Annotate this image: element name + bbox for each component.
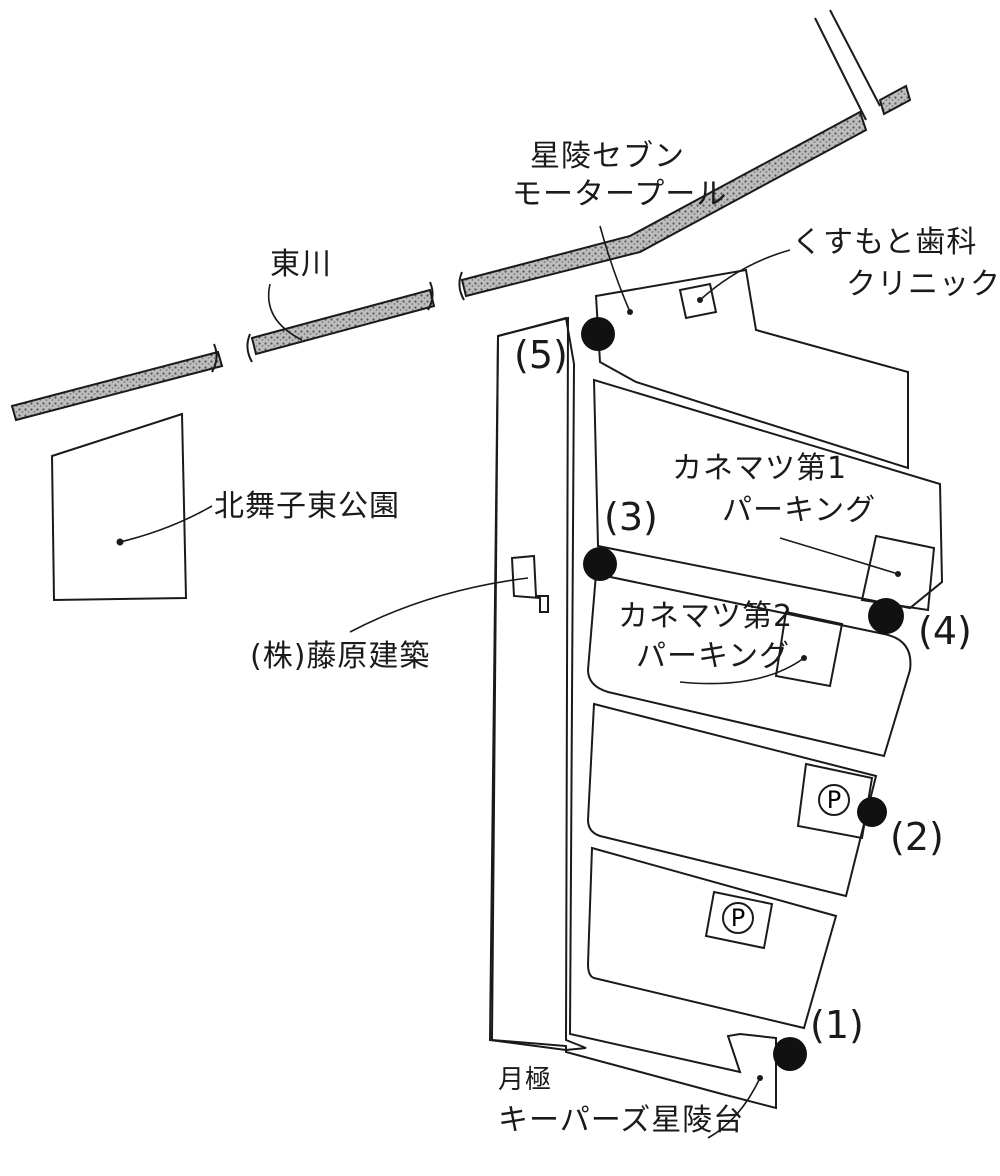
river-segment-middle — [250, 288, 436, 356]
park-pointer-line — [119, 505, 213, 543]
river-segment-east — [460, 110, 868, 298]
marker-dot-3[interactable] — [583, 547, 617, 581]
fujiwara-building — [510, 554, 549, 613]
kanematsu1-label-line2: パーキング — [722, 493, 877, 528]
parking-sign-b-ring — [722, 902, 754, 934]
river-segment-west — [10, 350, 224, 422]
keepers-label-line2: キーパーズ星陵台 — [498, 1103, 745, 1138]
clinic-pointer-line — [699, 249, 791, 301]
seiryo-pointer-line — [599, 225, 631, 313]
clinic-label-line2: クリニック — [846, 267, 1000, 302]
marker-label-3: (3) — [604, 495, 658, 539]
seiryo-label-line2: モータープール — [512, 177, 728, 212]
side-road — [814, 9, 881, 121]
marker-label-4: (4) — [918, 609, 972, 653]
marker-label-1: (1) — [810, 1003, 864, 1047]
clinic-label-line1: くすもと歯科 — [792, 225, 978, 260]
marker-label-2: (2) — [890, 815, 944, 859]
marker-dot-5[interactable] — [581, 317, 615, 351]
long-lot — [488, 316, 587, 1052]
clinic-building — [678, 282, 718, 320]
parking-sign-b-label: P — [731, 904, 745, 932]
kanematsu2-label-line1: カネマツ第2 — [618, 599, 794, 634]
long-lot-outline — [490, 316, 777, 1110]
keepers-label-line1: 月極 — [498, 1065, 553, 1095]
river-gap-marks — [211, 271, 465, 373]
parking-lot-a — [586, 702, 878, 898]
kanematsu1-lot — [592, 378, 944, 610]
park-label: 北舞子東公園 — [214, 489, 400, 524]
kanematsu1-label-line1: カネマツ第1 — [672, 451, 848, 486]
fujiwara-pointer-line — [349, 577, 529, 633]
fujiwara-label: (株)藤原建築 — [250, 639, 431, 674]
marker-dot-4[interactable] — [868, 598, 904, 634]
kanematsu2-building — [774, 610, 844, 688]
kanematsu1-building — [860, 534, 936, 612]
marker-dot-2[interactable] — [857, 797, 887, 827]
parking-sign-b-box — [704, 890, 774, 950]
kanematsu2-pointer-line — [679, 657, 805, 685]
kanematsu2-label-line2: パーキング — [636, 639, 791, 674]
parking-sign-a-label: P — [827, 786, 841, 814]
kanematsu1-pointer-line — [779, 537, 899, 575]
seiryo-label-line1: 星陵セブン — [530, 139, 685, 174]
parking-sign-a-box — [796, 762, 874, 840]
kanematsu2-lot — [586, 572, 912, 758]
marker-dot-1[interactable] — [773, 1037, 807, 1071]
park-area — [50, 412, 188, 602]
river-pointer-line — [268, 283, 303, 341]
river-segment-northeast — [878, 84, 912, 116]
parking-sign-a-ring — [818, 784, 850, 816]
parking-lot-b — [586, 846, 838, 1030]
seiryo-block — [594, 268, 909, 470]
river — [10, 84, 912, 422]
marker-label-5: (5) — [514, 333, 568, 377]
location-markers — [581, 317, 904, 1071]
keepers-pointer-line — [707, 1077, 761, 1139]
river-label: 東川 — [270, 247, 332, 282]
